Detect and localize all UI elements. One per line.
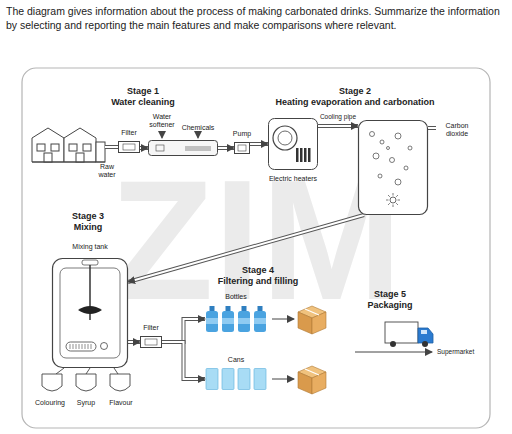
cans-group-shape	[205, 368, 267, 390]
part-label: Supermarket	[437, 348, 474, 356]
pipe-connector	[128, 342, 140, 343]
filter-unit: Filter	[118, 141, 140, 153]
edge-label: Cooling pipe	[320, 113, 356, 121]
carton-box	[298, 366, 326, 394]
stage-heading: Stage 4	[242, 265, 274, 276]
part-label: Flavour	[109, 399, 132, 407]
stage-heading: Mixing	[74, 222, 103, 233]
stage-heading: Stage 5	[374, 289, 406, 300]
bottles-group-shape	[205, 306, 267, 332]
pipe-connector	[140, 148, 148, 149]
raw-water-pipe	[105, 147, 118, 148]
node-label: Bottles	[225, 293, 246, 301]
flow-arrows	[272, 319, 432, 379]
pipe-connector	[162, 342, 205, 379]
part-label: Syrup	[77, 399, 95, 407]
pipe-connector	[218, 148, 234, 149]
filter-unit-shape	[140, 336, 162, 348]
softener-tube-shape	[148, 140, 218, 156]
cans-group: Cans	[205, 368, 267, 390]
carton-box	[298, 306, 326, 334]
pipe-connector	[128, 215, 364, 282]
mixing-tank-shape	[52, 258, 128, 368]
node-label: Electric heaters	[269, 175, 317, 183]
heater-unit-shape	[268, 118, 318, 170]
stage-heading: Heating evaporation and carbonation	[275, 97, 434, 108]
dosing-arrows	[162, 133, 198, 138]
softener-tube: Water softenerChemicals	[148, 140, 218, 156]
node-label: Pump	[233, 130, 251, 138]
panel	[22, 68, 490, 428]
stage-heading: Packaging	[367, 300, 412, 311]
carbonation-tank-shape	[358, 120, 428, 215]
mixing-tank: Mixing tank	[52, 258, 128, 368]
pump-unit: Pump	[234, 142, 250, 154]
pipe-connector	[162, 319, 205, 342]
filter-unit: Filter	[140, 336, 162, 348]
stage-heading: Filtering and filling	[218, 276, 299, 287]
node-label: Filter	[121, 129, 137, 137]
part-label: Raw water	[95, 163, 119, 179]
truck	[385, 322, 433, 347]
node-label: Filter	[143, 324, 159, 332]
node-label: Chemicals	[182, 124, 215, 132]
node-label: Mixing tank	[72, 243, 107, 251]
pipe-connector	[250, 144, 268, 145]
stage-heading: Stage 2	[339, 86, 371, 97]
co2-inlet	[428, 128, 436, 129]
node-label: Cans	[228, 356, 244, 364]
ingredient-pots	[42, 368, 130, 391]
factory	[32, 128, 105, 162]
heater-unit: Electric heaters	[268, 118, 318, 170]
part-label: Colouring	[35, 399, 65, 407]
stage-heading: Stage 3	[72, 211, 104, 222]
stage-heading: Stage 1	[127, 86, 159, 97]
filter-unit-shape	[118, 141, 140, 153]
pump-unit-shape	[234, 142, 250, 154]
prompt-title: The diagram gives information about the …	[6, 4, 506, 32]
carbonation-tank: Carbon dioxide	[358, 120, 428, 215]
pipe-connector	[318, 126, 358, 127]
node-label: Carbon dioxide	[438, 122, 476, 138]
stage-heading: Water cleaning	[111, 97, 175, 108]
bottles-group: Bottles	[205, 306, 267, 332]
node-label: Water softener	[144, 113, 180, 129]
